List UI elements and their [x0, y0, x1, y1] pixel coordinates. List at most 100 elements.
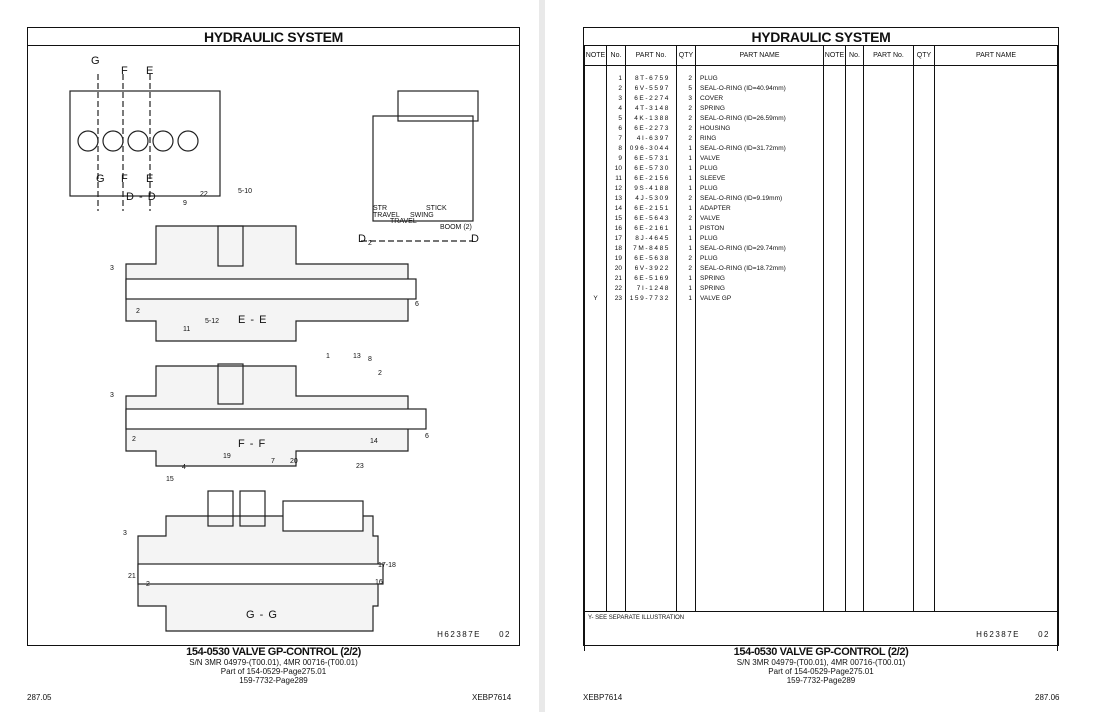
part-no-column-2: [863, 65, 914, 611]
callout: 7: [271, 458, 275, 465]
callout: 13: [353, 353, 361, 360]
callout: 2: [146, 581, 150, 588]
part-row-qty: 2: [688, 264, 692, 272]
part-row-note: [585, 224, 606, 234]
part-row-name: RING: [700, 134, 717, 142]
page-number: 287.06: [1035, 693, 1060, 702]
header-no-2: No.: [845, 46, 864, 66]
view-label: TRAVEL: [390, 218, 417, 225]
callout: 14: [370, 438, 378, 445]
view-label: BOOM (2): [440, 224, 472, 231]
part-row-note: [585, 164, 606, 174]
part-row-no: 17: [614, 234, 622, 242]
callout: 11: [183, 326, 191, 333]
part-row-no: 23: [614, 294, 622, 302]
view-label: F: [121, 173, 129, 185]
part-row-part-no: 8T-6759: [634, 74, 670, 82]
part-row-no: 12: [614, 184, 622, 192]
header-qty-2: QTY: [913, 46, 935, 66]
drawing-revision: 02: [1038, 630, 1050, 639]
part-row-note: [585, 104, 606, 114]
caption-ref: 159-7732-Page289: [239, 676, 308, 685]
part-row-part-no: 6E-2273: [634, 124, 670, 132]
part-row-name: SPRING: [700, 104, 725, 112]
callout: 19: [223, 453, 231, 460]
part-row-no: 22: [614, 284, 622, 292]
view-label: STICK: [426, 205, 447, 212]
part-row-no: 19: [614, 254, 622, 262]
part-row-no: 3: [618, 94, 622, 102]
part-row-note: [585, 254, 606, 264]
callout: 2: [132, 436, 136, 443]
part-row-no: 15: [614, 214, 622, 222]
callout: 15: [166, 476, 174, 483]
part-row-name: SLEEVE: [700, 174, 726, 182]
header-note-2: NOTE: [823, 46, 846, 66]
part-row-qty: 2: [688, 104, 692, 112]
part-row-qty: 3: [688, 94, 692, 102]
part-row-name: PISTON: [700, 224, 725, 232]
part-name-column-2: [934, 65, 1058, 611]
callout: 3: [123, 530, 127, 537]
part-row-part-no: 6E-2161: [634, 224, 670, 232]
callout: 17-18: [378, 562, 396, 569]
header-part-no-2: PART No.: [863, 46, 914, 66]
part-row-no: 7: [618, 134, 622, 142]
part-row-no: 8: [618, 144, 622, 152]
part-row-no: 9: [618, 154, 622, 162]
note-column: Y: [584, 65, 607, 611]
drawing-revision: 02: [499, 630, 511, 639]
part-row-note: [585, 264, 606, 274]
callout: 2: [136, 308, 140, 315]
part-row-name: PLUG: [700, 254, 718, 262]
page-title: HYDRAULIC SYSTEM: [28, 28, 519, 46]
part-row-name: VALVE: [700, 154, 720, 162]
part-row-name: SEAL-O-RING (ID=18.72mm): [700, 264, 786, 272]
part-row-no: 14: [614, 204, 622, 212]
part-row-qty: 1: [688, 224, 692, 232]
part-row-qty: 2: [688, 134, 692, 142]
part-row-no: 1: [618, 74, 622, 82]
part-row-part-no: 096-3044: [629, 144, 670, 152]
part-row-name: PLUG: [700, 164, 718, 172]
part-row-name: SEAL-O-RING (ID=29.74mm): [700, 244, 786, 252]
part-row-part-no: 6E-2274: [634, 94, 670, 102]
callout: 9: [183, 200, 187, 207]
part-row-note: [585, 134, 606, 144]
callout: 4: [182, 464, 186, 471]
caption: 154-0530 VALVE GP-CONTROL (2/2) S/N 3MR …: [583, 647, 1059, 686]
part-row-qty: 1: [688, 294, 692, 302]
part-row-name: COVER: [700, 94, 724, 102]
callout: 20: [290, 458, 298, 465]
page-number: 287.05: [27, 693, 52, 702]
part-row-part-no: 4K-1388: [634, 114, 670, 122]
part-row-part-no: 6E-5169: [634, 274, 670, 282]
caption-part-of: Part of 154-0529-Page275.01: [220, 667, 327, 676]
part-row-note: [585, 74, 606, 84]
part-row-qty: 1: [688, 244, 692, 252]
doc-code: XEBP7614: [472, 693, 512, 702]
part-row-qty: 1: [688, 204, 692, 212]
part-row-name: ADAPTER: [700, 204, 731, 212]
part-row-part-no: 4T-3148: [634, 104, 670, 112]
part-row-note: [585, 284, 606, 294]
part-row-name: PLUG: [700, 74, 718, 82]
section-label: D - D: [126, 191, 157, 203]
caption-ref: 159-7732-Page289: [786, 676, 856, 685]
part-row-qty: 1: [688, 274, 692, 282]
part-row-qty: 1: [688, 184, 692, 192]
part-row-no: 11: [615, 174, 622, 182]
part-row-note: [585, 124, 606, 134]
callout: 21: [128, 573, 136, 580]
part-row-part-no: 9S-4188: [634, 184, 670, 192]
view-label: STR: [373, 205, 387, 212]
part-row-part-no: 8J-4645: [635, 234, 670, 242]
part-row-part-no: 4J-5309: [635, 194, 670, 202]
callout: 6: [425, 433, 429, 440]
part-row-qty: 1: [688, 154, 692, 162]
callout: 23: [356, 463, 364, 470]
view-label: G: [96, 173, 106, 185]
part-row-qty: 5: [688, 84, 692, 92]
part-row-no: 5: [618, 114, 622, 122]
header-part-name-2: PART NAME: [934, 46, 1058, 66]
